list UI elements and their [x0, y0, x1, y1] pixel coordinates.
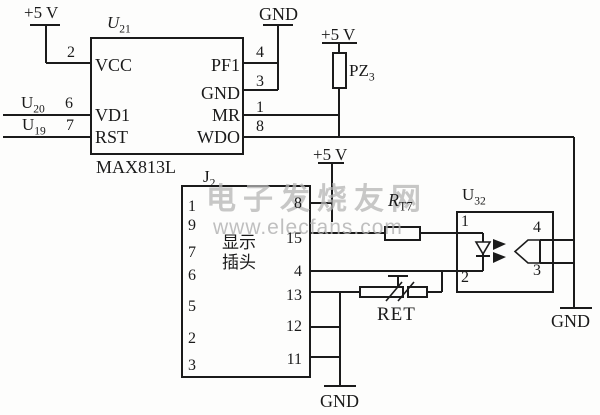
u21-pin-gnd: GND: [201, 83, 240, 103]
u21-pin1-number: 1: [256, 99, 264, 116]
j2-left-pin: 9: [188, 217, 196, 234]
j2-left-pin: 6: [188, 267, 196, 284]
j2-left-pin: 5: [188, 298, 196, 315]
u21-pin-vd1: VD1: [95, 105, 130, 125]
pz3-ref: PZ3: [349, 61, 375, 84]
power-label-pz3: +5 V: [321, 25, 356, 44]
u21-part-number: MAX813L: [96, 157, 176, 177]
watermark-title: 电子发烧友网: [206, 183, 428, 216]
u32-ref: U32: [462, 185, 486, 208]
j2-ref: J2: [203, 167, 216, 190]
u32-pin2-number: 2: [461, 269, 469, 286]
j2-right-pin: 15: [286, 230, 302, 247]
pz3-resistor-body: [332, 52, 347, 89]
j2-name-line2: 插头: [222, 253, 256, 272]
switch-blade-2: [397, 281, 415, 302]
rt7-ref: RT7: [388, 190, 413, 214]
u32-outline: [456, 211, 554, 293]
j2-connector-outline: [181, 185, 311, 378]
phototransistor-bullet: [513, 239, 540, 264]
u21-pin8-number: 8: [256, 118, 264, 135]
j2-right-pin: 12: [286, 318, 302, 335]
switch-contact-left: [359, 286, 404, 298]
u21-pin-mr: MR: [211, 105, 240, 125]
ground-label-top: GND: [259, 4, 298, 24]
j2-right-pin: 13: [286, 287, 302, 304]
j2-left-pin: 7: [188, 244, 196, 261]
j2-left-pin: 1: [188, 198, 196, 215]
u21-pin6-number: 6: [65, 95, 73, 112]
u32-pin1-number: 1: [461, 213, 469, 230]
switch-blade-1: [385, 281, 403, 302]
net-label-u19: U19: [22, 115, 46, 138]
j2-right-pin: 8: [294, 195, 302, 212]
u21-pin2-number: 2: [67, 44, 75, 61]
u32-pin3-number: 3: [533, 262, 541, 279]
j2-left-pin: 3: [188, 357, 196, 374]
net-label-u20: U20: [21, 93, 45, 116]
j2-right-pin: 11: [286, 351, 302, 368]
power-label-j2: +5 V: [313, 145, 348, 164]
ground-label-j2: GND: [320, 391, 359, 411]
u21-pin-rst: RST: [95, 127, 129, 147]
watermark-url: www.elecfans.com: [213, 216, 403, 239]
ret-switch-label: RET: [377, 304, 416, 325]
u21-chip-outline: [90, 37, 244, 155]
led-light-arrow-2: [493, 252, 506, 263]
power-label-top-left: +5 V: [24, 3, 59, 22]
u21-pin-wdo: WDO: [197, 127, 240, 147]
led-light-arrow-1: [493, 239, 506, 250]
led-diode-triangle: [474, 241, 492, 256]
u21-pin3-number: 3: [256, 73, 264, 90]
j2-name-line1: 显示: [222, 233, 256, 252]
ground-label-right: GND: [551, 311, 590, 331]
j2-right-pin: 4: [294, 263, 302, 280]
j2-left-pin: 2: [188, 330, 196, 347]
u32-pin4-number: 4: [533, 219, 541, 236]
switch-contact-right: [407, 286, 428, 298]
u21-pin-pf1: PF1: [210, 55, 240, 75]
u21-pin-vcc: VCC: [95, 55, 133, 75]
u21-pin4-number: 4: [256, 44, 264, 61]
u21-ref: U21: [107, 13, 131, 36]
u21-pin7-number: 7: [66, 117, 74, 134]
